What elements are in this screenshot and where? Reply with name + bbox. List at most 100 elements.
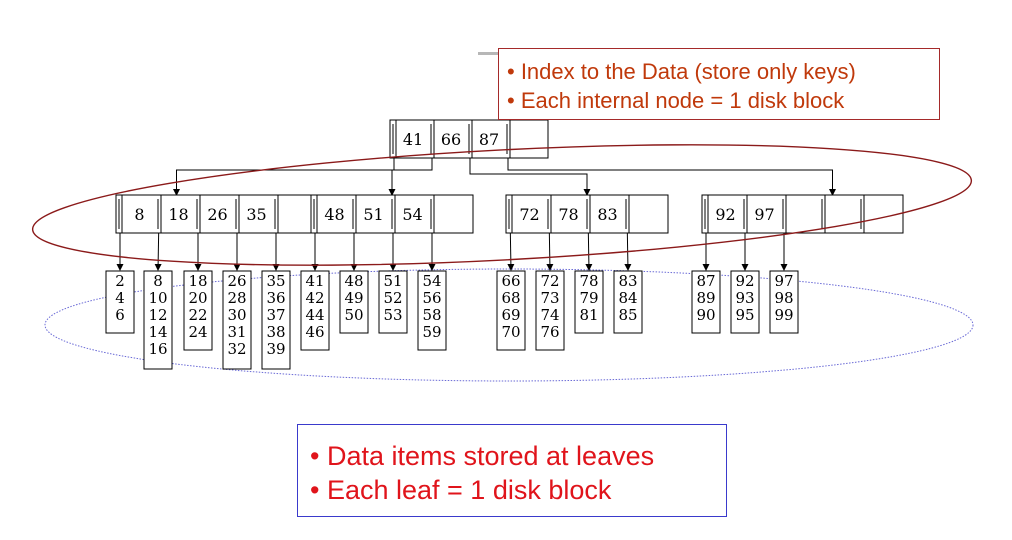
leaf-key: 72: [540, 272, 559, 290]
leaf-key: 70: [501, 323, 520, 341]
node-key: 18: [168, 205, 188, 224]
leaf-node: 246: [105, 270, 135, 334]
node-key: 54: [402, 205, 422, 224]
leaf-key: 41: [305, 272, 324, 290]
data-callout: • Data items stored at leaves • Each lea…: [297, 424, 727, 517]
leaf-box: [261, 270, 291, 370]
leaf-key: 46: [305, 323, 324, 341]
node-key: 41: [403, 130, 423, 149]
leaf-nodes: 2468101214161820222426283031323536373839…: [105, 270, 799, 370]
internal-node: 8 18 26 35: [115, 194, 318, 234]
node-box: [701, 194, 904, 234]
node-key: 92: [715, 205, 735, 224]
leaf-key: 68: [501, 289, 520, 307]
leaf-key: 89: [696, 289, 715, 307]
leaf-key: 53: [383, 306, 402, 324]
leaf-key: 18: [188, 272, 207, 290]
leaf-key: 84: [618, 289, 637, 307]
leaf-box: [300, 270, 330, 351]
node-key: 51: [363, 205, 383, 224]
leaf-key: 58: [422, 306, 441, 324]
leaf-key: 24: [188, 323, 207, 341]
leaf-key: 78: [579, 272, 598, 290]
leaf-key: 81: [579, 306, 598, 324]
node-key: 26: [207, 205, 227, 224]
leaf-box: [378, 270, 408, 334]
leaf-key: 59: [422, 323, 441, 341]
node-box: [115, 194, 318, 234]
leaf-box: [222, 270, 252, 370]
leaf-key: 83: [618, 272, 637, 290]
index-callout: • Index to the Data (store only keys) • …: [498, 48, 940, 120]
leaf-key: 35: [266, 272, 285, 290]
leaf-key: 93: [735, 289, 754, 307]
node-key: 66: [441, 130, 461, 149]
leaf-key: 73: [540, 289, 559, 307]
leaf-key: 49: [344, 289, 363, 307]
leaf-key: 74: [540, 306, 559, 324]
leaf-box: [339, 270, 369, 334]
leaf-key: 32: [227, 340, 246, 358]
leaf-key: 66: [501, 272, 520, 290]
leaf-key: 26: [227, 272, 246, 290]
leaf-key: 76: [540, 323, 559, 341]
leaf-key: 12: [148, 306, 167, 324]
leaf-key: 14: [148, 323, 167, 341]
leaf-box: [691, 270, 721, 334]
leaf-key: 42: [305, 289, 324, 307]
leaf-key: 99: [774, 306, 793, 324]
leaf-key: 79: [579, 289, 598, 307]
leaf-box: [769, 270, 799, 334]
leaf-key: 54: [422, 272, 441, 290]
leaf-key: 6: [115, 306, 125, 324]
leaf-key: 8: [153, 272, 163, 290]
leaf-key: 28: [227, 289, 246, 307]
leaf-box: [417, 270, 447, 351]
leaf-key: 98: [774, 289, 793, 307]
leaf-key: 51: [383, 272, 402, 290]
data-callout-line-2: • Each leaf = 1 disk block: [310, 475, 612, 505]
index-callout-line-2: • Each internal node = 1 disk block: [507, 88, 845, 113]
index-callout-line-1: • Index to the Data (store only keys): [507, 59, 856, 84]
internal-node: 92 97: [701, 194, 904, 234]
leaf-key: 2: [115, 272, 125, 290]
leaf-box: [730, 270, 760, 334]
leaf-key: 38: [266, 323, 285, 341]
leaf-box: [496, 270, 526, 351]
leaf-key: 22: [188, 306, 207, 324]
leaf-box: [105, 270, 135, 334]
leaf-key: 30: [227, 306, 246, 324]
leaf-box: [574, 270, 604, 334]
leaf-box: [183, 270, 213, 351]
leaf-key: 44: [305, 306, 324, 324]
leaf-key: 37: [266, 306, 285, 324]
leaf-key: 87: [696, 272, 715, 290]
node-key: 78: [558, 205, 578, 224]
leaf-box: [535, 270, 565, 351]
node-key: 35: [246, 205, 266, 224]
leaf-key: 10: [148, 289, 167, 307]
leaf-key: 50: [344, 306, 363, 324]
leaf-key: 92: [735, 272, 754, 290]
leaf-key: 52: [383, 289, 402, 307]
node-key: 8: [134, 205, 144, 224]
leaf-box: [613, 270, 643, 334]
node-key: 97: [754, 205, 774, 224]
